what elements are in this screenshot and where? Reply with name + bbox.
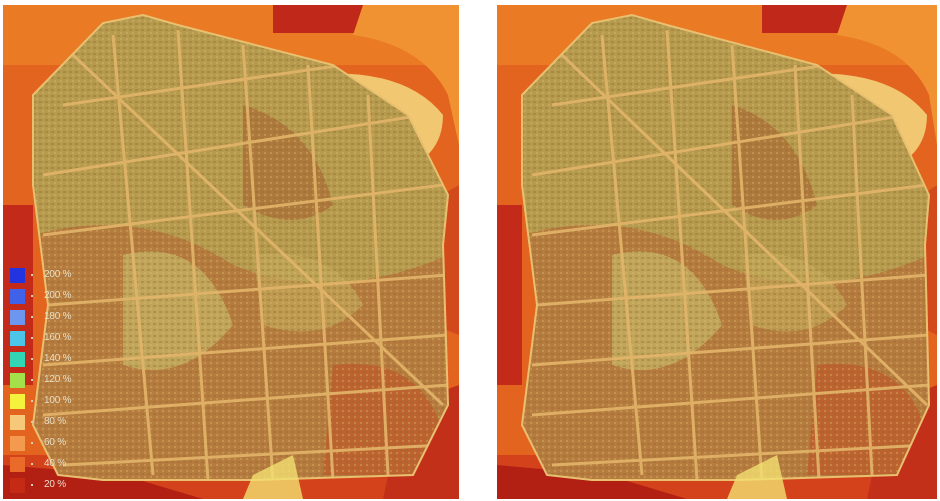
legend-label: 100 % xyxy=(44,395,72,406)
legend-swatch xyxy=(10,352,25,367)
legend-label: 80 % xyxy=(44,416,66,427)
legend-item: 160 % xyxy=(10,330,122,347)
legend-swatch xyxy=(10,331,25,346)
legend-label: 20 % xyxy=(44,479,66,490)
legend-marker xyxy=(31,379,33,381)
legend-swatch xyxy=(10,310,25,325)
legend-item: 140 % xyxy=(10,351,122,368)
legend-swatch xyxy=(10,478,25,493)
legend-marker xyxy=(31,295,33,297)
legend-swatch xyxy=(10,394,25,409)
legend-marker xyxy=(31,484,33,486)
legend-item: 120 % xyxy=(10,372,122,389)
legend-marker xyxy=(31,358,33,360)
legend-marker xyxy=(31,274,33,276)
legend-item: 80 % xyxy=(10,414,122,431)
legend-item: 200 % xyxy=(10,288,122,305)
legend-swatch xyxy=(10,268,25,283)
legend-swatch xyxy=(10,415,25,430)
legend-label: 40 % xyxy=(44,458,66,469)
legend-swatch xyxy=(10,457,25,472)
legend-swatch xyxy=(10,373,25,388)
legend-item: 40 % xyxy=(10,456,122,473)
legend: 200 % 200 % 180 % 160 % 140 % xyxy=(10,267,122,499)
legend-label: 160 % xyxy=(44,332,72,343)
legend-label: 200 % xyxy=(44,269,72,280)
legend-marker xyxy=(31,442,33,444)
legend-label: 120 % xyxy=(44,374,72,385)
legend-marker xyxy=(31,400,33,402)
left-map-panel: 200 % 200 % 180 % 160 % 140 % xyxy=(3,5,459,499)
legend-item: 180 % xyxy=(10,309,122,326)
legend-swatch xyxy=(10,289,25,304)
right-map-image xyxy=(497,5,937,499)
legend-label: 200 % xyxy=(44,290,72,301)
legend-label: 60 % xyxy=(44,437,66,448)
legend-label: 140 % xyxy=(44,353,72,364)
legend-item: 20 % xyxy=(10,477,122,494)
legend-marker xyxy=(31,421,33,423)
legend-item: 100 % xyxy=(10,393,122,410)
legend-marker xyxy=(31,316,33,318)
right-map-panel xyxy=(497,5,937,499)
legend-marker xyxy=(31,337,33,339)
legend-item: 60 % xyxy=(10,435,122,452)
legend-swatch xyxy=(10,436,25,451)
legend-marker xyxy=(31,463,33,465)
legend-label: 180 % xyxy=(44,311,72,322)
legend-item: 200 % xyxy=(10,267,122,284)
